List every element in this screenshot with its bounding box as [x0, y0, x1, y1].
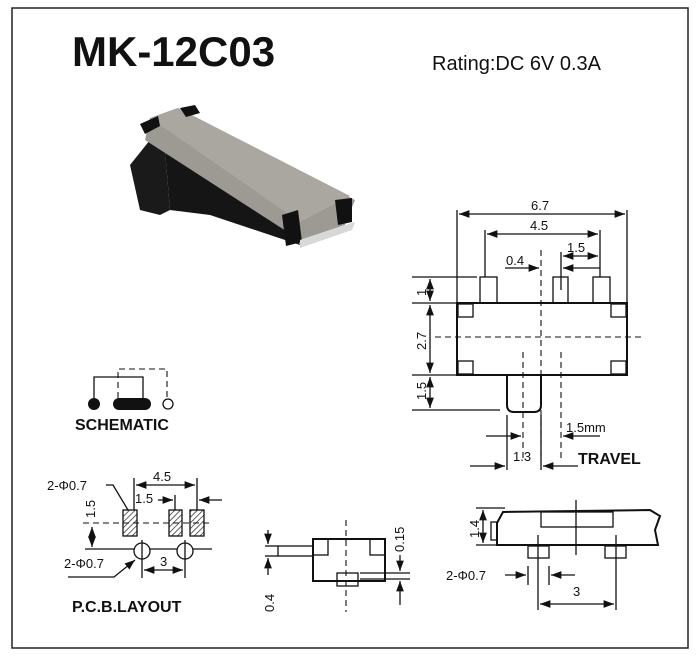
dim-front-hole-pitch: 3 — [573, 584, 580, 599]
frame-border — [11, 7, 689, 649]
front-view-drawing — [476, 500, 662, 610]
dim-total-width: 6.7 — [531, 198, 549, 213]
product-title: MK-12C03 — [72, 28, 275, 75]
dim-height: 1.4 — [467, 520, 482, 538]
top-view-drawing — [412, 210, 645, 470]
schematic-label: SCHEMATIC — [75, 417, 169, 434]
side-view-drawing — [264, 520, 410, 612]
dim-travel: 1.5mm — [566, 420, 606, 435]
dim-pin-span: 4.5 — [530, 218, 548, 233]
dim-body-height: 2.7 — [414, 332, 429, 350]
pcb-layout-drawing — [68, 478, 222, 578]
schematic-symbol — [88, 368, 174, 410]
pcb-layout-label: P.C.B.LAYOUT — [72, 599, 182, 616]
dim-holes: 2-Φ0.7 — [446, 568, 486, 583]
dim-actuator-width: 1.3 — [513, 449, 531, 464]
dim-actuator-height: 1.5 — [414, 382, 429, 400]
dim-pin-thickness: 0.4 — [262, 594, 277, 612]
dim-vertical: 1.5 — [83, 500, 98, 518]
dim-hole-bottom: 2-Φ0.7 — [64, 556, 104, 571]
dim-standoff: 0.15 — [392, 527, 407, 552]
dim-pad-pitch: 1.5 — [135, 491, 153, 506]
switch-photo — [130, 105, 355, 248]
dim-hole-pitch: 3 — [160, 554, 167, 569]
dim-pin-pitch: 1.5 — [567, 240, 585, 255]
dim-pin-height: 1 — [414, 289, 429, 296]
dim-offset: 0.4 — [506, 253, 524, 268]
rating-text: Rating:DC 6V 0.3A — [432, 53, 602, 75]
travel-label: TRAVEL — [578, 451, 641, 468]
dim-pad-span: 4.5 — [153, 469, 171, 484]
dim-pad-hole-top: 2-Φ0.7 — [47, 478, 87, 493]
